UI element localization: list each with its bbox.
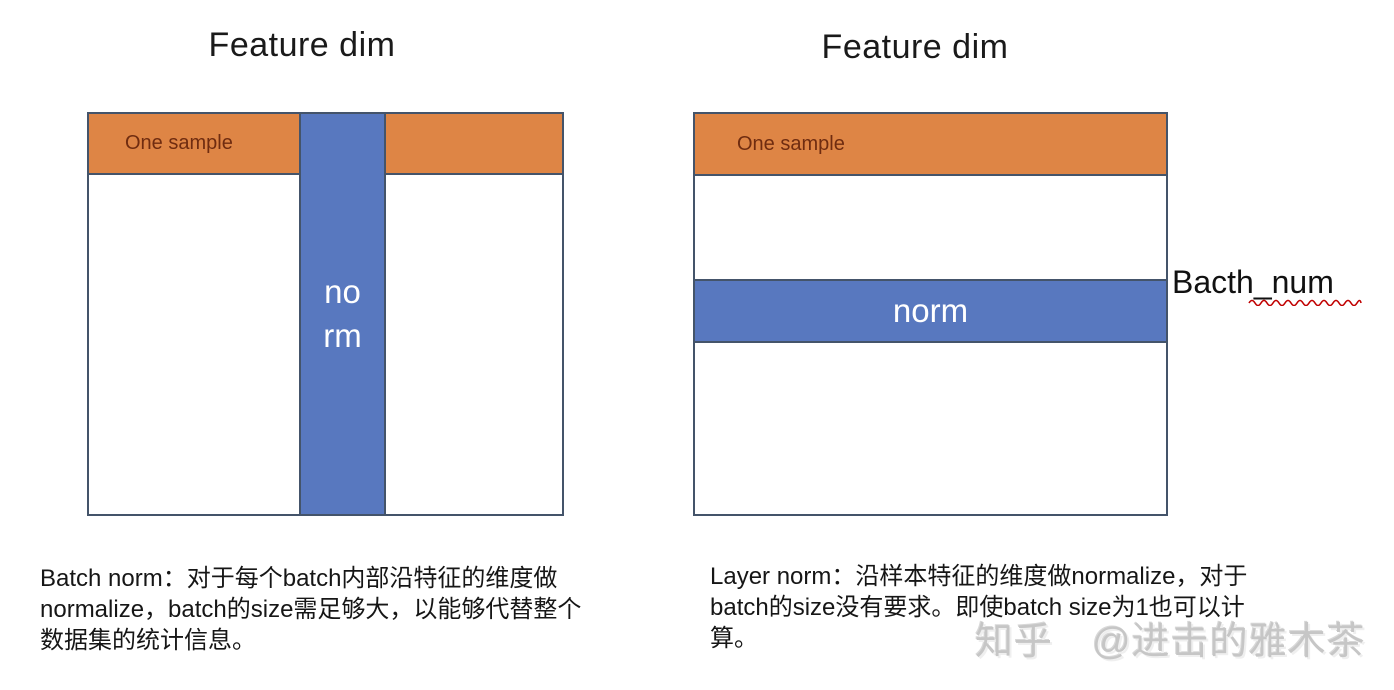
left-feature-dim-title: Feature dim bbox=[208, 26, 396, 64]
batch-norm-note-line: Batch norm：对于每个batch内部沿特征的维度做 bbox=[40, 565, 558, 592]
norm-band-label: norm bbox=[892, 292, 969, 329]
batch-norm-note-line: normalize，batch的size需足够大，以能够代替整个 bbox=[40, 596, 582, 623]
zhihu-watermark: 知乎 @进击的雅木茶 bbox=[975, 621, 1366, 663]
layer-norm-note-line: 算。 bbox=[710, 625, 758, 652]
right-one-sample-label: One sample bbox=[737, 132, 845, 155]
batch-num-label-part2-wrap: _num bbox=[1248, 264, 1362, 306]
batch-num-axis-label: Bacth_num bbox=[1172, 264, 1362, 306]
spellcheck-squiggle-icon bbox=[1248, 299, 1362, 306]
norm-column-label-line2: rm bbox=[323, 317, 362, 354]
left-one-sample-label: One sample bbox=[125, 132, 233, 154]
batch-num-label-part2: _num bbox=[1253, 264, 1334, 300]
layer-norm-note-line: batch的size没有要求。即使batch size为1也可以计 bbox=[710, 594, 1245, 621]
batch-norm-diagram: Feature dim One sample no rm Batch norm：… bbox=[0, 0, 660, 690]
norm-column-label-line1: no bbox=[324, 273, 361, 310]
batch-norm-column: no rm bbox=[299, 112, 386, 516]
right-one-sample-strip: One sample bbox=[693, 112, 1168, 176]
batch-norm-note-line: 数据集的统计信息。 bbox=[40, 627, 256, 654]
layer-norm-band: norm bbox=[693, 279, 1168, 343]
layer-norm-note-line: Layer norm：沿样本特征的维度做normalize，对于 bbox=[710, 563, 1248, 590]
batch-num-label-part1: Bacth bbox=[1172, 264, 1254, 300]
batch-norm-note: Batch norm：对于每个batch内部沿特征的维度做 normalize，… bbox=[40, 563, 640, 656]
right-feature-dim-title: Feature dim bbox=[821, 28, 1009, 66]
layer-norm-diagram: Feature dim One sample norm Bacth_num La… bbox=[660, 0, 1394, 690]
layer-norm-note: Layer norm：沿样本特征的维度做normalize，对于 batch的s… bbox=[710, 561, 1310, 654]
